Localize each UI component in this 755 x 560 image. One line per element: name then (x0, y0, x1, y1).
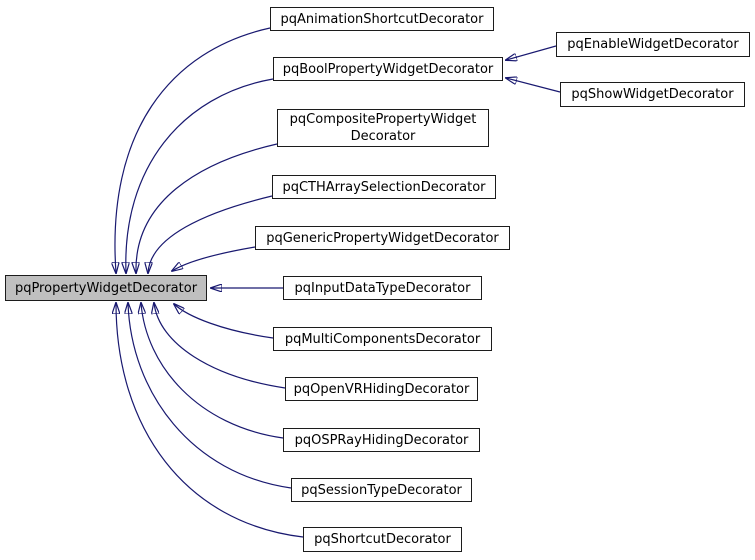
node-label: pqShortcutDecorator (314, 532, 451, 547)
node-label: pqMultiComponentsDecorator (284, 331, 481, 347)
edge-animation-to-base (115, 27, 271, 273)
edge-ospray-to-base (141, 303, 284, 439)
edge-ctharray-to-base (148, 195, 273, 273)
node-pqInputDataTypeDecorator[interactable]: pqInputDataTypeDecorator (283, 276, 482, 300)
edge-generic-to-base (172, 246, 256, 271)
node-pqEnableWidgetDecorator[interactable]: pqEnableWidgetDecorator (556, 32, 750, 57)
node-label: pqSessionTypeDecorator (301, 482, 462, 498)
edge-show-to-bool (506, 78, 561, 93)
node-label: pqOSPRayHidingDecorator (294, 432, 469, 448)
node-pqPropertyWidgetDecorator: pqPropertyWidgetDecorator (5, 275, 207, 301)
node-label: pqShowWidgetDecorator (571, 87, 734, 102)
node-pqSessionTypeDecorator[interactable]: pqSessionTypeDecorator (291, 478, 472, 502)
node-pqCompositePropertyWidgetDecorator[interactable]: pqCompositePropertyWidget Decorator (277, 109, 489, 147)
node-pqGenericPropertyWidgetDecorator[interactable]: pqGenericPropertyWidgetDecorator (255, 226, 510, 250)
node-label: pqEnableWidgetDecorator (567, 37, 739, 52)
node-pqShortcutDecorator[interactable]: pqShortcutDecorator (303, 527, 462, 552)
edge-bool-to-base (126, 78, 274, 273)
edge-shortcut-to-base (116, 303, 304, 538)
node-pqShowWidgetDecorator[interactable]: pqShowWidgetDecorator (560, 82, 745, 107)
edge-sessiontype-to-base (128, 303, 292, 489)
edge-enable-to-bool (506, 45, 557, 60)
node-label: pqBoolPropertyWidgetDecorator (282, 61, 494, 77)
node-label: pqCompositePropertyWidget Decorator (289, 112, 477, 144)
edge-openvr-to-base (154, 303, 286, 389)
edge-composite-to-base (136, 143, 278, 273)
node-label: pqOpenVRHidingDecorator (293, 381, 470, 397)
node-label: pqPropertyWidgetDecorator (14, 280, 198, 296)
node-pqMultiComponentsDecorator[interactable]: pqMultiComponentsDecorator (273, 327, 492, 351)
node-pqBoolPropertyWidgetDecorator[interactable]: pqBoolPropertyWidgetDecorator (273, 57, 503, 81)
node-pqOpenVRHidingDecorator[interactable]: pqOpenVRHidingDecorator (285, 377, 478, 401)
edge-multicomponents-to-base (174, 304, 274, 339)
node-pqCTHArraySelectionDecorator[interactable]: pqCTHArraySelectionDecorator (272, 175, 496, 199)
node-pqAnimationShortcutDecorator[interactable]: pqAnimationShortcutDecorator (270, 7, 494, 31)
node-label: pqGenericPropertyWidgetDecorator (266, 230, 499, 246)
node-label: pqInputDataTypeDecorator (294, 280, 471, 296)
node-label: pqCTHArraySelectionDecorator (282, 179, 486, 195)
node-pqOSPRayHidingDecorator[interactable]: pqOSPRayHidingDecorator (283, 428, 480, 452)
node-label: pqAnimationShortcutDecorator (280, 11, 484, 27)
